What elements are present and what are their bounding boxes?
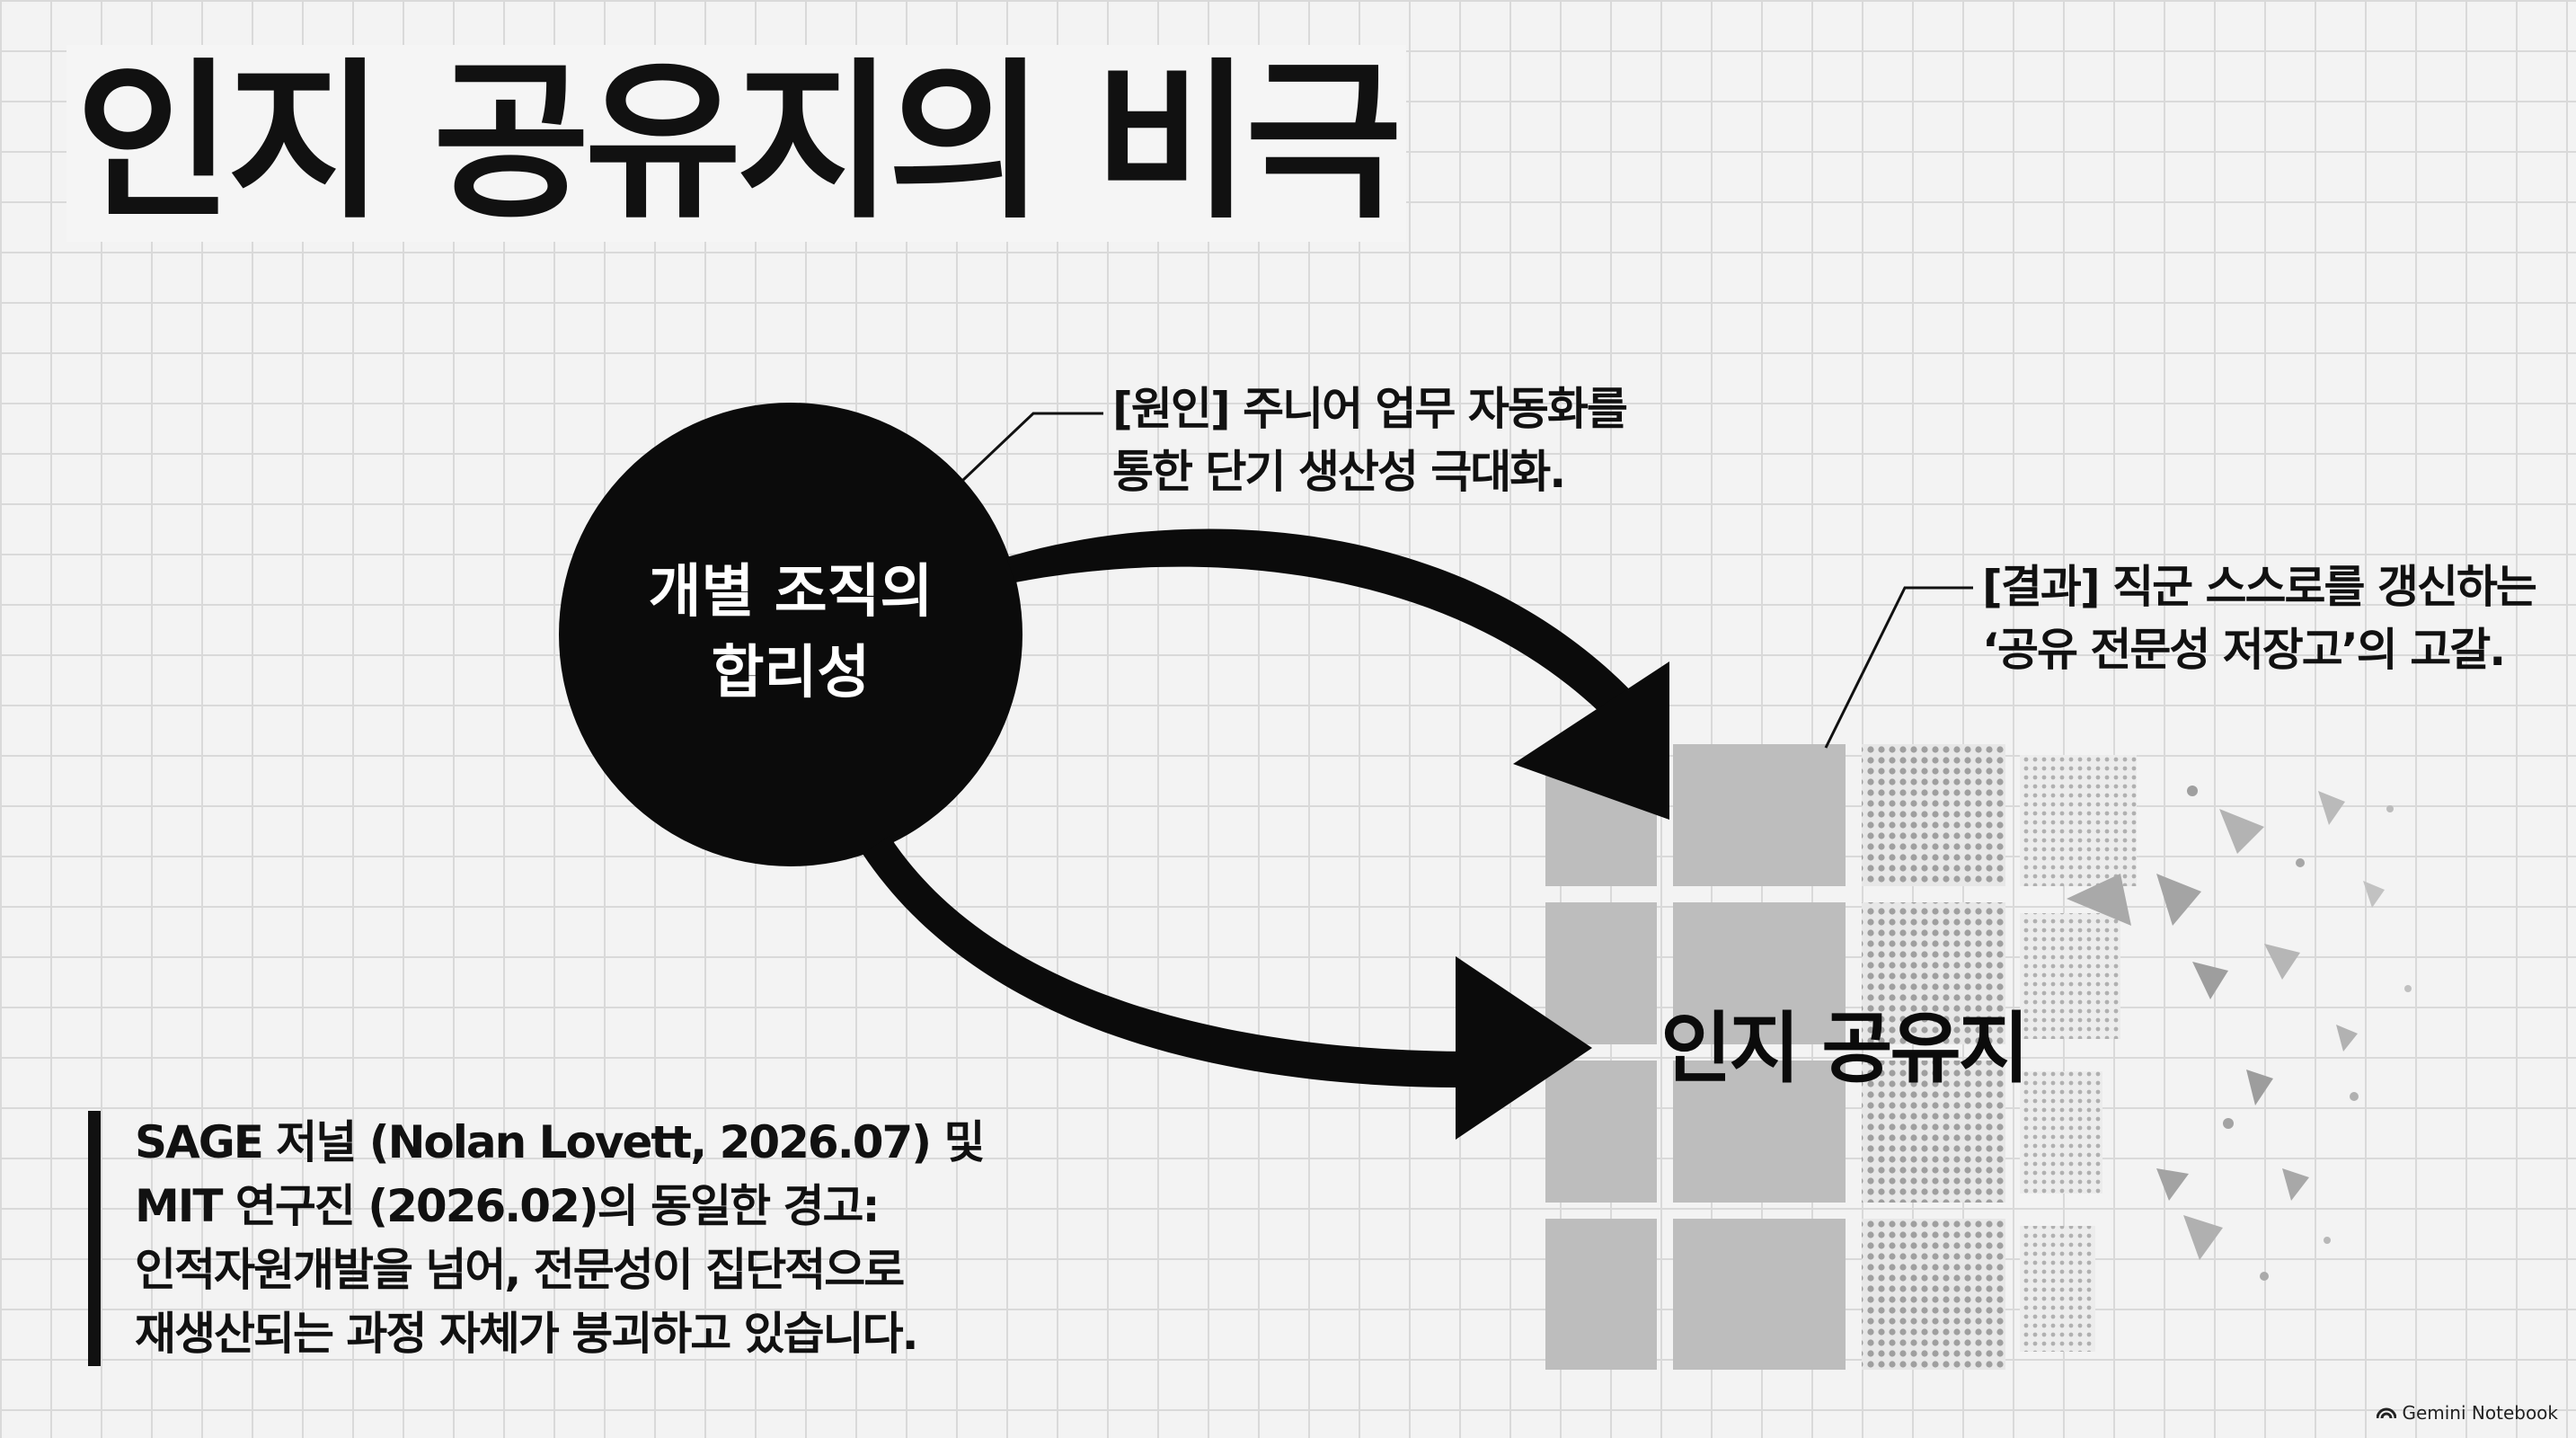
fragment	[2350, 1092, 2359, 1101]
fragment	[2324, 1237, 2331, 1244]
fragment	[2260, 1272, 2269, 1281]
fragment	[2219, 809, 2264, 854]
commons-label: 인지 공유지	[1660, 1004, 2027, 1094]
source-note-line-4: 재생산되는 과정 자체가 붕괴하고 있습니다.	[135, 1308, 919, 1360]
tile	[1673, 902, 1846, 1044]
tile	[2020, 913, 2120, 1039]
fragment	[2282, 1168, 2309, 1201]
lower-arrow	[863, 836, 1592, 1140]
cause-callout-line-1: [원인] 주니어 업무 자동화를	[1112, 383, 1628, 435]
fragment	[2246, 1070, 2273, 1105]
fragment	[2223, 1118, 2234, 1129]
circle-label-line-2: 합리성	[712, 640, 871, 706]
fragment	[2264, 944, 2300, 980]
notebook-logo-icon	[2377, 1407, 2397, 1419]
fragment	[2067, 874, 2131, 926]
fragment	[2192, 962, 2228, 999]
tile	[1862, 1061, 2005, 1203]
fragment	[2296, 858, 2305, 867]
result-callout-line-2: ‘공유 전문성 저장고’의 고갈.	[1982, 624, 2506, 676]
tile	[1673, 1219, 1846, 1370]
commons-grid	[1545, 744, 2137, 1370]
fragment	[2386, 805, 2394, 812]
fragment	[2336, 1025, 2358, 1052]
fragment	[2156, 874, 2201, 926]
fragment	[2183, 1215, 2223, 1260]
source-note-line-1: SAGE 저널 (Nolan Lovett, 2026.07) 및	[135, 1116, 986, 1168]
tile	[1545, 1219, 1657, 1370]
tile	[2020, 1071, 2102, 1194]
tile	[2020, 755, 2137, 886]
tile	[1545, 1061, 1657, 1203]
tile	[1673, 1061, 1846, 1203]
fragment	[2156, 1168, 2189, 1201]
source-note-line-2: MIT 연구진 (2026.02)의 동일한 경고:	[135, 1180, 881, 1232]
cause-leader-line	[961, 412, 1103, 482]
fragment	[2363, 881, 2385, 908]
watermark-text: Gemini Notebook	[2402, 1402, 2558, 1424]
cause-callout-line-2: 통한 단기 생산성 극대화.	[1112, 446, 1566, 498]
tile	[1862, 744, 2005, 886]
fragment	[2404, 985, 2412, 992]
tile	[1673, 744, 1846, 886]
tile	[1545, 902, 1657, 1044]
result-callout-line-1: [결과] 직군 스스로를 갱신하는	[1982, 561, 2537, 613]
circle-label-line-1: 개별 조직의	[649, 559, 934, 626]
fragment	[2187, 786, 2198, 796]
tile	[2020, 1226, 2095, 1352]
source-note: SAGE 저널 (Nolan Lovett, 2026.07) 및 MIT 연구…	[88, 1111, 986, 1366]
upper-arrow	[1006, 528, 1669, 820]
watermark-badge: Gemini Notebook	[2377, 1402, 2558, 1424]
tile	[1862, 902, 2005, 1044]
tile	[1862, 1219, 2005, 1370]
shattered-fragments	[2067, 786, 2412, 1281]
result-leader-line	[1824, 586, 1973, 749]
cause-callout: [원인] 주니어 업무 자동화를 통한 단기 생산성 극대화.	[1112, 377, 1628, 503]
fragment	[2318, 791, 2345, 825]
page-title: 인지 공유지의 비극	[66, 44, 1406, 242]
source-note-line-3: 인적자원개발을 넘어, 전문성이 집단적으로	[135, 1244, 905, 1296]
rationality-circle	[559, 403, 1022, 866]
result-callout: [결과] 직군 스스로를 갱신하는 ‘공유 전문성 저장고’의 고갈.	[1982, 555, 2537, 681]
